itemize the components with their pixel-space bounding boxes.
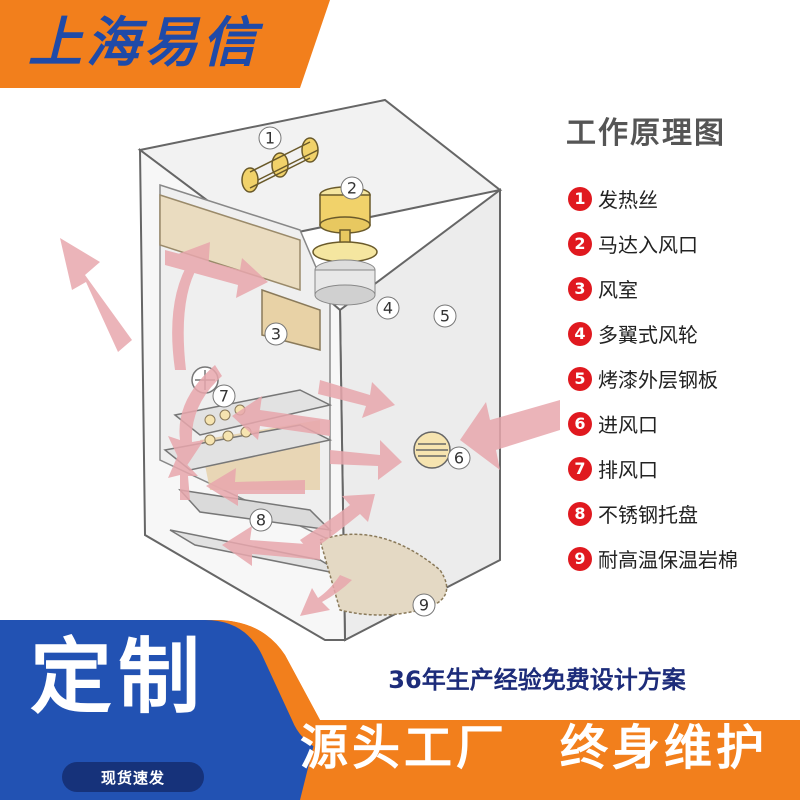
legend-label: 马达入风口 [598,233,698,257]
callout-9-circle [412,593,436,617]
legend-number-badge: 4 [568,321,592,346]
flow-arrow-right-lower [168,455,198,500]
callout-1-circle [258,126,282,150]
legend-label: 多翼式风轮 [598,323,698,347]
callout-7-label: 7 [219,387,229,406]
flow-arrow-up-left [172,242,210,370]
legend-number-badge: 1 [568,186,592,211]
callout-8-label: 8 [256,511,266,530]
legend-label: 风室 [598,278,638,302]
callout-7-circle [212,384,236,408]
legend-label: 排风口 [598,458,658,482]
legend-label: 发热丝 [598,188,658,212]
callout-6-label: 6 [454,449,464,468]
intake-arrow-in [460,400,560,470]
legend-title: 工作原理图 [566,116,726,151]
legend-number-badge: 9 [568,546,592,571]
callout-4-label: 4 [383,299,393,318]
flow-arrow-left-lower [206,468,305,506]
callout-3-circle [264,322,288,346]
callout-6-circle [447,446,471,470]
flow-arrow-up-right [300,494,375,552]
promo-footer [0,620,800,800]
exhaust-arrow-out [60,238,132,352]
brand-name: 上海易信 [28,11,260,74]
callout-2-label: 2 [347,179,357,198]
legend-number-badge: 8 [568,501,592,526]
callout-1-label: 1 [265,129,275,148]
legend-label: 进风口 [598,413,658,437]
slogan-maintenance: 终身维护 [560,720,769,776]
callout-5-circle [433,304,457,328]
custom-heading: 定制 [30,630,207,725]
rock-wool-insulation [319,533,448,616]
flow-arrow-down-left [168,365,222,470]
flow-arrow-right-upper [318,380,395,418]
callout-9-label: 9 [419,596,429,615]
legend-label: 烤漆外层钢板 [598,368,718,392]
flow-arrow-left-bottom [222,526,320,566]
airflow-arrows [60,238,560,616]
legend-label: 耐高温保温岩棉 [598,548,738,572]
callout-4-circle [376,296,400,320]
motor [312,186,378,263]
fan-wheel [314,259,376,306]
experience-badge: 36年生产经验免费设计方案 [348,651,726,703]
legend-number-badge: 3 [568,276,592,301]
stock-badge: 现货速发 [62,762,204,792]
heating-panel [159,193,301,292]
flow-arrow-down-bottom [300,575,352,616]
callout-3-label: 3 [271,325,281,344]
brand-banner-shape [0,0,330,88]
callout-5-label: 5 [440,307,450,326]
promo-footer-shapes [0,620,800,800]
heating-coils [241,137,319,193]
legend-number-badge: 5 [568,366,592,391]
flow-arrow-right-middle [330,440,402,480]
slogan-factory: 源头工厂 [300,720,509,776]
callout-2-circle [340,176,364,200]
intake-vent [413,431,451,469]
flow-arrow-left-middle [232,396,330,440]
legend-number-badge: 6 [568,411,592,436]
callout-8-circle [249,508,273,532]
legend-label: 不锈钢托盘 [598,503,698,527]
legend-number-badge: 7 [568,456,592,481]
brand-banner: 上海易信 [0,0,330,88]
flow-arrow-right-top [165,250,268,298]
legend-number-badge: 2 [568,231,592,256]
oven-diagram: 1 2 3 4 5 6 7 8 9 [60,98,560,642]
callout-markers [212,126,471,617]
